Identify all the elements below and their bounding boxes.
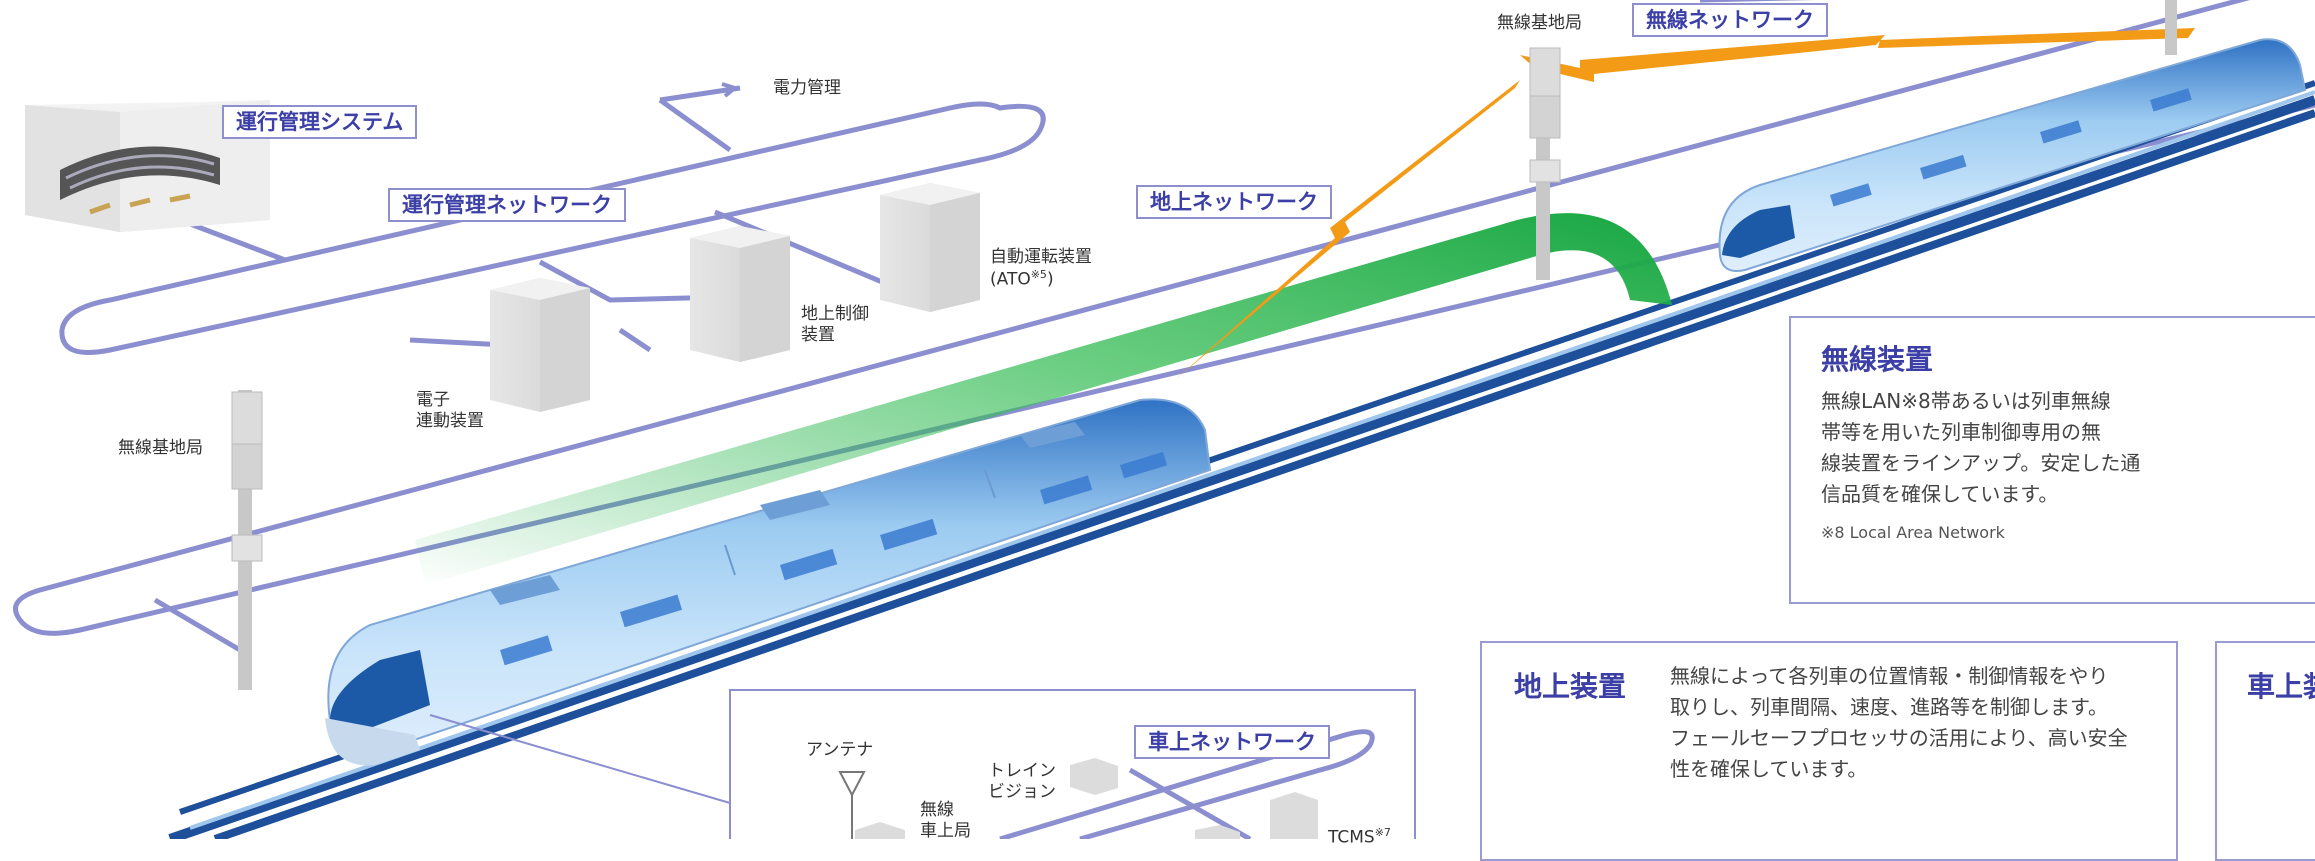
- ground-equipment-panel: 地上装置 無線によって各列車の位置情報・制御情報をやり 取りし、列車間隔、速度、…: [1480, 641, 2178, 861]
- ato-label-line2: (ATO※5): [990, 268, 1092, 291]
- base-station-top-label: 無線基地局: [1497, 13, 1582, 34]
- ato-box: [880, 183, 980, 312]
- radio-panel-body: 無線LAN※8帯あるいは列車無線 帯等を用いた列車制御専用の無 線装置をラインア…: [1821, 386, 2221, 510]
- ato-label: 自動運転装置 (ATO※5): [990, 247, 1092, 291]
- radio-panel-title: 無線装置: [1821, 338, 1933, 378]
- train-rear: [1720, 39, 2306, 271]
- antenna-label: アンテナ: [806, 740, 873, 761]
- interlocking-label: 電子 連動装置: [416, 390, 484, 433]
- ground-panel-body: 無線によって各列車の位置情報・制御情報をやり 取りし、列車間隔、速度、進路等を制…: [1670, 661, 2170, 785]
- base-station-left-label: 無線基地局: [118, 438, 203, 459]
- power-label: 電力管理: [773, 78, 841, 99]
- radio-equipment-panel: 無線装置 無線LAN※8帯あるいは列車無線 帯等を用いた列車制御専用の無 線装置…: [1789, 316, 2315, 604]
- onboard-equipment-panel: 車上装: [2215, 641, 2315, 861]
- onboard-network-tag: 車上ネットワーク: [1134, 725, 1330, 759]
- train-vision-label: トレイン ビジョン: [988, 761, 1056, 804]
- radio-panel-note: ※8 Local Area Network: [1821, 523, 2005, 542]
- ato-label-line1: 自動運転装置: [990, 247, 1092, 268]
- ground-control-label: 地上制御 装置: [801, 304, 869, 347]
- ground-panel-title: 地上装置: [1514, 665, 1626, 705]
- ops-system-tag: 運行管理システム: [222, 105, 417, 139]
- onboard-equipment: [840, 758, 1318, 839]
- ground-network-tag: 地上ネットワーク: [1136, 185, 1332, 219]
- ground-control-box: [690, 226, 790, 362]
- wireless-network-tag: 無線ネットワーク: [1632, 3, 1828, 37]
- tcms-label: TCMS※7: [1328, 826, 1391, 849]
- onboard-panel-title: 車上装: [2247, 665, 2315, 705]
- base-station-left: [232, 390, 262, 690]
- interlocking-box: [490, 278, 590, 412]
- ops-network-tag: 運行管理ネットワーク: [388, 188, 626, 222]
- onboard-station-label: 無線 車上局: [920, 800, 971, 843]
